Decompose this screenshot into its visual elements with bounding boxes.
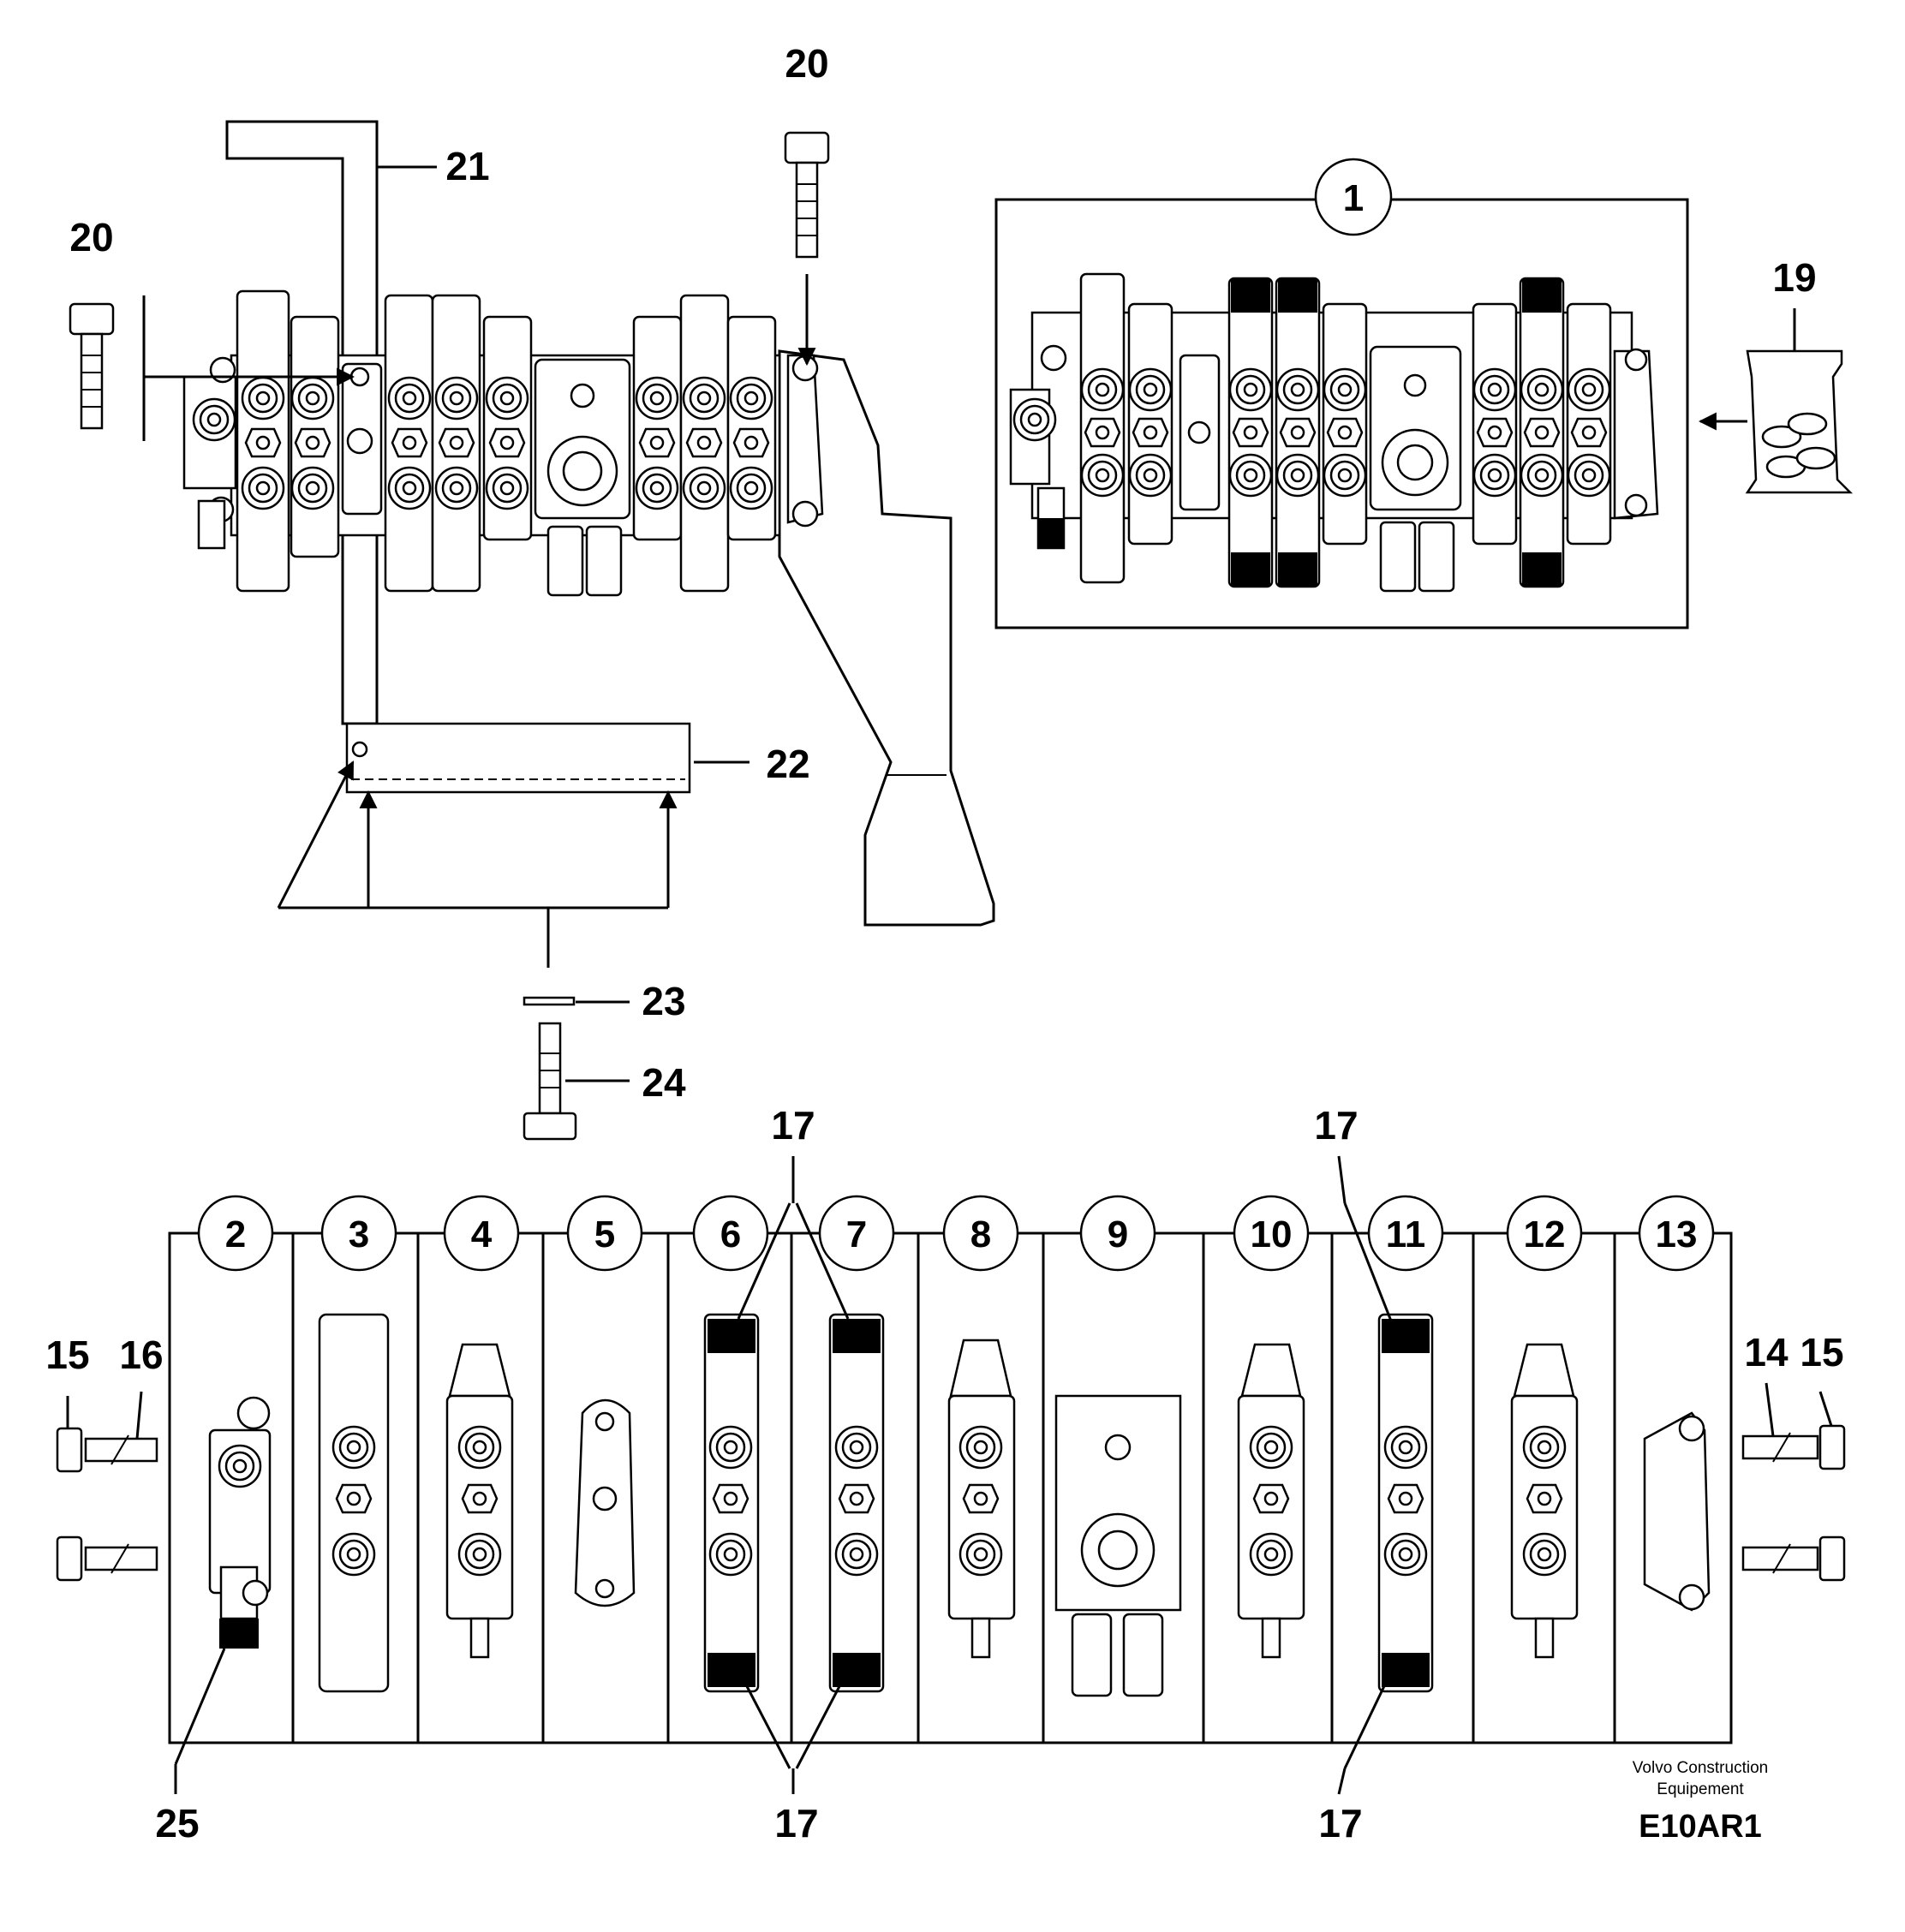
bolt-20-left: [69, 302, 115, 430]
washer-23: [523, 996, 630, 1006]
bolt-20-top: [784, 131, 830, 367]
callout-17-top-b: 17: [1314, 1103, 1358, 1148]
section-number: 13: [1656, 1213, 1698, 1255]
callout-14: 14: [1744, 1330, 1789, 1374]
callout-16: 16: [119, 1333, 163, 1377]
section-number: 12: [1524, 1213, 1566, 1255]
section-number: 3: [349, 1213, 369, 1255]
plate-22: [277, 722, 749, 968]
section-number: 9: [1108, 1213, 1128, 1255]
callout-15-right: 15: [1800, 1330, 1843, 1374]
callout-20-top: 20: [785, 41, 828, 86]
bolts-15-16-left: [56, 1391, 158, 1582]
section-number: 8: [970, 1213, 991, 1255]
callout-25: 25: [155, 1801, 199, 1846]
callout-15-left: 15: [45, 1333, 89, 1377]
company-name-line2: Equipement: [1657, 1780, 1744, 1798]
sections-panel: [168, 1155, 1733, 1795]
section-number: 11: [1386, 1213, 1426, 1255]
bolt-24: [523, 1022, 630, 1141]
section-number: 7: [846, 1213, 867, 1255]
bolts-14-15-right: [1741, 1382, 1846, 1582]
company-name-line1: Volvo Construction: [1633, 1759, 1768, 1777]
drawing-code: E10AR1: [1639, 1809, 1762, 1845]
assembly-1-box: [994, 158, 1689, 629]
mounted-valve-assembly: [142, 120, 995, 927]
section-number: 6: [720, 1213, 741, 1255]
section-number: 4: [471, 1213, 493, 1255]
seal-kit-19: [1698, 308, 1854, 494]
section-number: 2: [225, 1213, 246, 1255]
section-number: 5: [594, 1213, 615, 1255]
callout-19: 19: [1772, 255, 1816, 300]
callout-17-bottom-b: 17: [1318, 1801, 1362, 1846]
callout-23: 23: [642, 979, 685, 1023]
callout-22: 22: [766, 742, 809, 786]
callout-17-bottom-a: 17: [774, 1801, 818, 1846]
callout-20-left: 20: [69, 215, 113, 259]
section-number: 10: [1251, 1213, 1293, 1255]
callout-24: 24: [642, 1060, 686, 1105]
callout-1: 1: [1343, 177, 1364, 219]
callout-17-top-a: 17: [771, 1103, 815, 1148]
callout-21: 21: [445, 144, 489, 188]
